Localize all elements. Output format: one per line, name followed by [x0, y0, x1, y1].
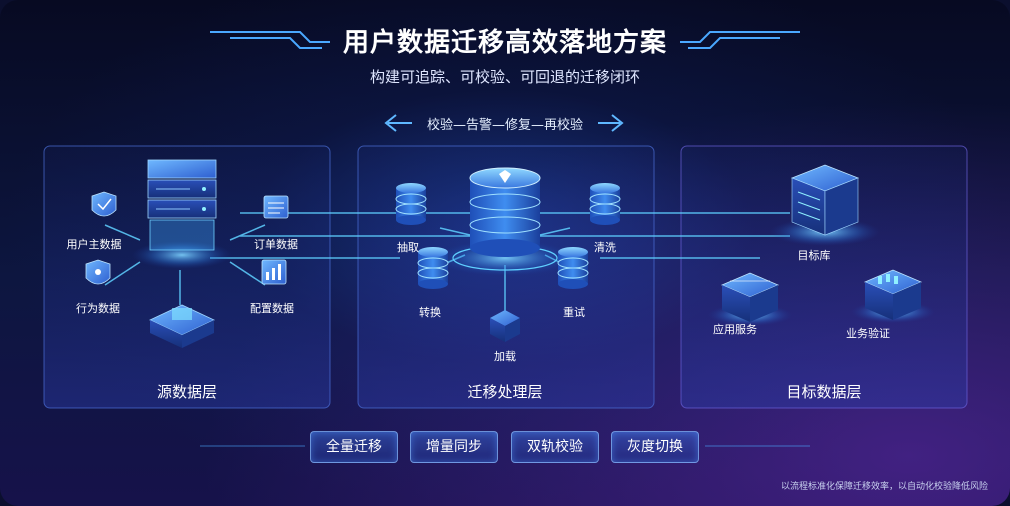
node-transform: 转换 — [419, 306, 441, 319]
node-business-validation: 业务验证 — [846, 327, 890, 340]
node-order-data: 订单数据 — [254, 238, 298, 251]
source-server-stack-icon — [132, 159, 232, 269]
extract-database-icon — [395, 183, 427, 225]
target-database-server-icon — [770, 164, 880, 246]
node-target-db: 目标库 — [797, 249, 831, 262]
node-retry: 重试 — [563, 306, 585, 319]
target-layer-panel — [680, 145, 968, 409]
page-title: 用户数据迁移高效落地方案 — [342, 28, 667, 58]
loop-arrows — [384, 114, 624, 132]
full-migration-button[interactable]: 全量迁移 — [310, 431, 398, 463]
process-layer-panel — [357, 145, 655, 409]
node-extract: 抽取 — [397, 241, 419, 254]
shield-icon — [91, 191, 117, 217]
target-layer-title: 目标数据层 — [786, 383, 862, 401]
app-service-server-icon — [708, 272, 792, 326]
node-user-master-data: 用户主数据 — [66, 238, 122, 251]
page-subtitle: 构建可追踪、可校验、可回退的迁移闭环 — [369, 68, 640, 86]
business-validation-server-icon — [851, 269, 935, 323]
gray-release-switch-button[interactable]: 灰度切换 — [611, 431, 699, 463]
title-decoration — [210, 31, 800, 49]
incremental-sync-button[interactable]: 增量同步 — [410, 431, 498, 463]
retry-database-icon — [557, 247, 589, 289]
clean-database-icon — [589, 183, 621, 225]
load-cube-icon — [490, 310, 520, 342]
node-load: 加载 — [494, 350, 516, 363]
node-clean: 清洗 — [594, 241, 616, 254]
validation-loop-label: 校验—告警—修复—再校验 — [426, 118, 583, 133]
dual-track-validation-button[interactable]: 双轨校验 — [511, 431, 599, 463]
node-config-data: 配置数据 — [250, 302, 294, 315]
source-layer-panel — [43, 145, 331, 409]
process-layer-title: 迁移处理层 — [467, 383, 543, 401]
transform-database-icon — [417, 247, 449, 289]
behavior-shield-icon — [85, 259, 111, 285]
node-app-service: 应用服务 — [713, 323, 757, 336]
source-layer-title: 源数据层 — [156, 383, 218, 401]
source-base-module-icon — [149, 304, 215, 348]
central-database-icon — [435, 167, 575, 276]
document-icon — [263, 195, 289, 219]
node-behavior-data: 行为数据 — [76, 302, 120, 315]
config-bars-icon — [261, 259, 287, 285]
connection-lines — [104, 212, 790, 320]
footer-note: 以流程标准化保障迁移效率，以自动化校验降低风险 — [780, 482, 988, 492]
